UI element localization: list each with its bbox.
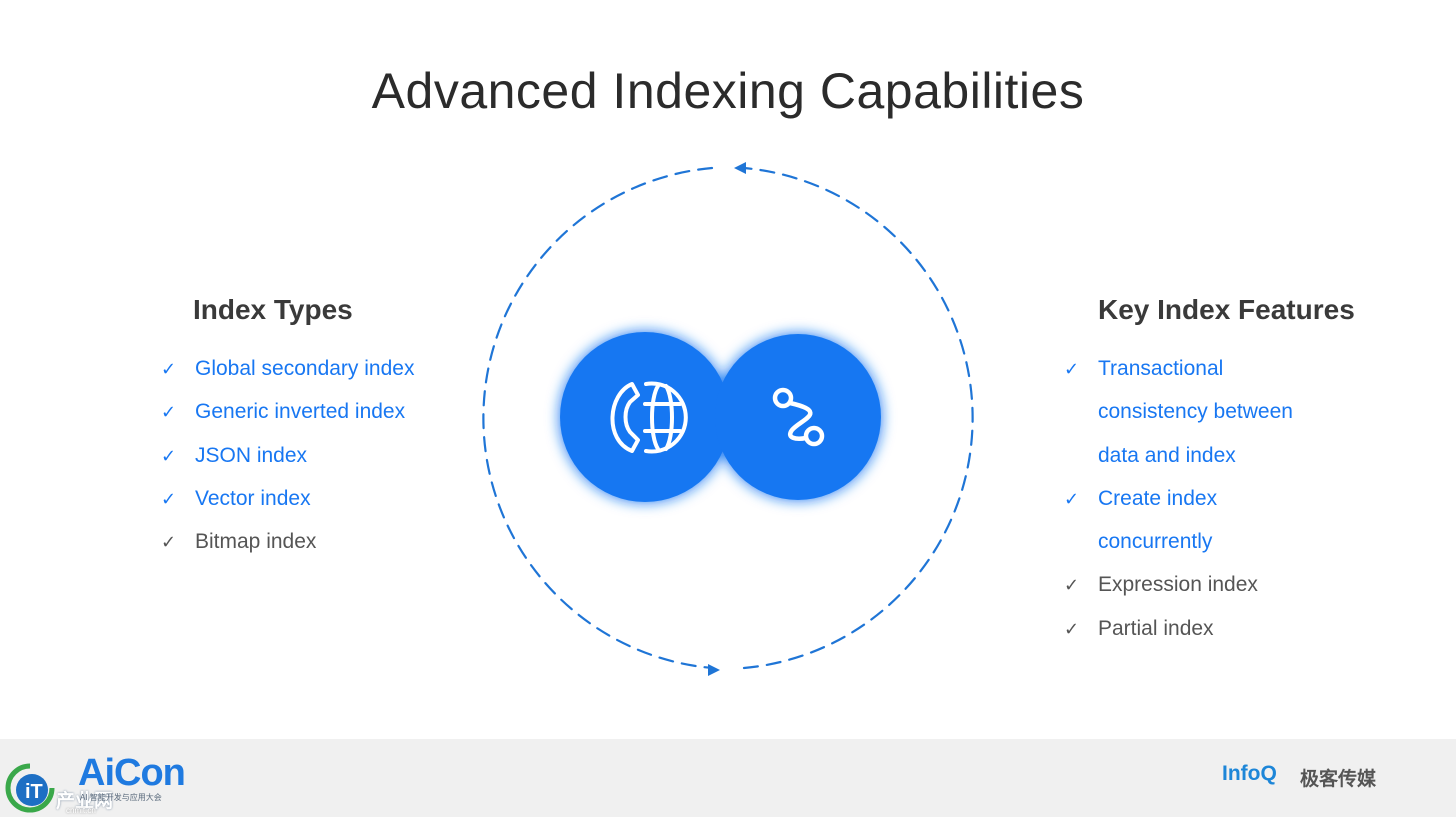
watermark-text: 产业网 bbox=[56, 791, 114, 812]
index-type-item: ✓ Bitmap index bbox=[161, 527, 461, 570]
infoq-logo: InfoQ bbox=[1222, 762, 1277, 785]
checkmark-icon: ✓ bbox=[1064, 575, 1080, 596]
watermark-url: cnmit.cn bbox=[66, 806, 96, 815]
feature-item: ✓ Partial index bbox=[1064, 614, 1384, 657]
feature-item: ✓ Create index bbox=[1064, 484, 1384, 527]
aicon-logo-subtitle: AI 智能开发与应用大会 bbox=[80, 793, 162, 802]
route-path-icon bbox=[772, 387, 825, 447]
feature-label: data and index bbox=[1098, 443, 1236, 467]
index-type-item: ✓ Generic inverted index bbox=[161, 397, 461, 440]
ring-arrow-bottom-icon bbox=[708, 664, 720, 676]
checkmark-icon: ✓ bbox=[161, 488, 177, 509]
index-type-label: JSON index bbox=[195, 443, 308, 467]
index-type-item: ✓ JSON index bbox=[161, 441, 461, 484]
feature-item-continuation: ✓consistency between bbox=[1064, 397, 1384, 440]
watermark-logo-icon: iT bbox=[5, 763, 55, 813]
aicon-logo: AiCon bbox=[78, 752, 186, 794]
ring-arrow-top-icon bbox=[734, 162, 746, 174]
key-index-features-title: Key Index Features bbox=[1098, 294, 1355, 325]
checkmark-icon: ✓ bbox=[1064, 359, 1080, 379]
globe-phone-icon bbox=[610, 381, 688, 454]
checkmark-icon: ✓ bbox=[1064, 488, 1080, 509]
checkmark-icon: ✓ bbox=[161, 445, 177, 466]
feature-label: Transactional bbox=[1098, 357, 1224, 380]
feature-item-continuation: ✓data and index bbox=[1064, 441, 1384, 484]
feature-label: Create index bbox=[1098, 486, 1218, 510]
footer-bar bbox=[0, 739, 1456, 817]
globe-phone-circle bbox=[560, 332, 730, 502]
infoq-logo-subtitle: 极客传媒 bbox=[1300, 769, 1377, 790]
svg-text:iT: iT bbox=[25, 781, 43, 803]
checkmark-icon: ✓ bbox=[161, 402, 177, 423]
route-path-circle bbox=[715, 334, 881, 500]
key-index-features-list: ✓Transactional✓consistency between✓data … bbox=[1064, 354, 1384, 657]
checkmark-icon: ✓ bbox=[161, 532, 177, 553]
feature-item: ✓ Expression index bbox=[1064, 570, 1384, 613]
index-type-item: ✓ Vector index bbox=[161, 484, 461, 527]
index-types-title: Index Types bbox=[193, 294, 353, 325]
checkmark-icon: ✓ bbox=[161, 359, 177, 379]
feature-label: Partial index bbox=[1098, 616, 1214, 640]
index-type-label: Bitmap index bbox=[195, 530, 317, 554]
feature-item-continuation: ✓concurrently bbox=[1064, 527, 1384, 570]
feature-label: Expression index bbox=[1098, 573, 1258, 597]
feature-label: consistency between bbox=[1098, 400, 1293, 424]
index-types-list: ✓ Global secondary index ✓ Generic inverted… bbox=[161, 354, 461, 570]
index-type-label: Global secondary index bbox=[195, 357, 415, 380]
slide-title: Advanced Indexing Capabilities bbox=[371, 63, 1085, 119]
index-type-label: Vector index bbox=[195, 486, 311, 510]
index-type-label: Generic inverted index bbox=[195, 400, 406, 424]
checkmark-icon: ✓ bbox=[1064, 618, 1080, 639]
feature-label: concurrently bbox=[1098, 530, 1213, 554]
feature-item: ✓ Transactional bbox=[1064, 354, 1384, 397]
dashed-cycle-ring bbox=[482, 166, 974, 670]
index-type-item: ✓ Global secondary index bbox=[161, 354, 461, 397]
